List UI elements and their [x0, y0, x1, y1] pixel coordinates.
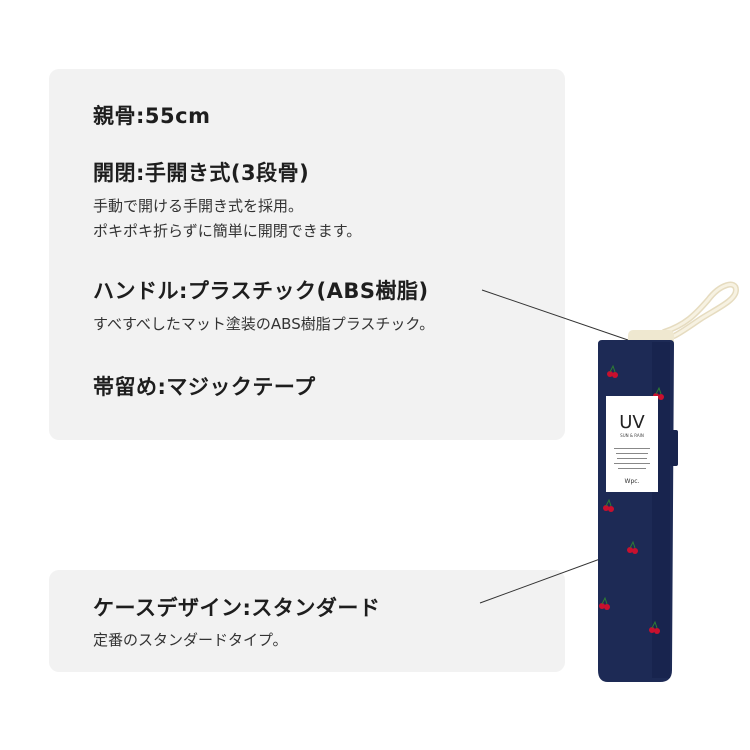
- ribs-heading: 親骨:55cm: [93, 104, 211, 128]
- specs-panel: 親骨:55cm 開閉:手開き式(3段骨) 手動で開ける手開き式を採用。 ポキポキ…: [49, 69, 565, 440]
- open-close-desc-line-1: 手動で開ける手開き式を採用。: [93, 197, 304, 215]
- magic-tape-strap: [670, 430, 678, 466]
- case-design-panel: ケースデザイン:スタンダード 定番のスタンダードタイプ。: [49, 570, 565, 672]
- strap-heading: 帯留め:マジックテープ: [93, 375, 316, 399]
- handle-leader-line: [481, 289, 629, 341]
- handle-heading: ハンドル:プラスチック(ABS樹脂): [93, 279, 429, 303]
- tag-uv-text: UV: [619, 412, 645, 433]
- tag-fine-print: [614, 448, 650, 469]
- folded-umbrella-image: UV SUN & RAIN Wpc.: [598, 281, 740, 682]
- handle-description: すべすべしたマット塗装のABS樹脂プラスチック。: [93, 315, 435, 333]
- product-tag: [606, 396, 658, 492]
- case-design-heading: ケースデザイン:スタンダード: [93, 596, 381, 620]
- cherry-pattern: [599, 364, 664, 634]
- open-close-desc-line-2: ポキポキ折らずに簡単に開閉できます。: [93, 222, 362, 240]
- tag-sub-text: SUN & RAIN: [620, 433, 644, 438]
- open-close-description: 手動で開ける手開き式を採用。 ポキポキ折らずに簡単に開閉できます。: [93, 194, 361, 244]
- open-close-heading: 開閉:手開き式(3段骨): [93, 161, 310, 185]
- tag-brand-logo: Wpc.: [625, 478, 640, 485]
- case-design-description: 定番のスタンダードタイプ。: [93, 631, 288, 649]
